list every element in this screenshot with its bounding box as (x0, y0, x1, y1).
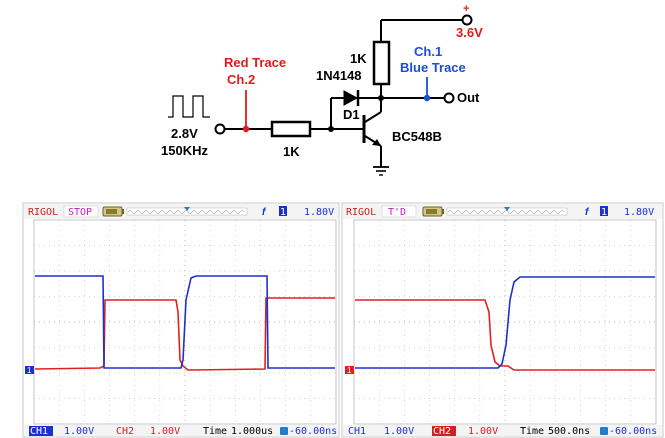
transistor-collector (364, 111, 382, 123)
scope1-trigger-offset: -60.00ns (289, 426, 337, 437)
scope2-ch1-marker: 1 (347, 366, 352, 375)
battery-icon (422, 206, 444, 217)
scope1-ch2-label: CH2 (116, 426, 134, 437)
scope2-ch2-label: CH2 (433, 426, 451, 437)
scope2-ch1-label: CH1 (348, 426, 366, 437)
supply-terminal (461, 14, 473, 26)
scope2-status-box (381, 205, 417, 218)
scope1-time-label: Time (203, 426, 227, 437)
scope1-ch2-scale: 1.00V (150, 426, 180, 437)
scope1-brand: RIGOL (28, 207, 58, 218)
scope1-ch1-marker: 1 (27, 366, 32, 375)
battery-icon (102, 206, 124, 217)
supply-sign: + (463, 3, 469, 15)
scope1-ch1-scale: 1.00V (64, 426, 94, 437)
collector-resistor (372, 40, 391, 86)
scope2-timebase: 500.0ns (548, 426, 590, 437)
scope1-grid (34, 220, 336, 424)
scope2-trigger-level: 1.80V (624, 207, 654, 218)
blue-probe-junction (423, 94, 431, 102)
memory-bar (126, 207, 248, 216)
scope2-blue-trace (355, 276, 655, 369)
scope2-brand: RIGOL (346, 207, 376, 218)
scope1-timebase: 1.000us (231, 426, 273, 437)
red-trace-channel: Ch.2 (227, 72, 255, 87)
scope1-footer (24, 425, 338, 436)
scope1-offset-icon (280, 427, 288, 435)
scope2-ch1-marker-box (345, 366, 354, 374)
scope2-offset-icon (600, 427, 608, 435)
input-amplitude-label: 2.8V (171, 126, 198, 141)
diode-symbol (343, 90, 359, 106)
scope2-trigger-channel: 1 (601, 207, 607, 218)
scope-screen-2: RIGOL T'D f 1 1.80V T 1 CH1 1.00V (341, 202, 664, 438)
scope-screen-1: RIGOL STOP f 1 1.80V T 1 CH1 1. (22, 202, 340, 438)
scope1-ch1-label: CH1 (30, 426, 48, 437)
input-frequency-label: 150KHz (161, 143, 208, 158)
emitter-arrow (372, 139, 381, 146)
scope1-status: STOP (68, 207, 92, 218)
memory-bar (446, 207, 568, 216)
scope2-ch2-label-box (432, 426, 456, 436)
square-wave-icon (168, 95, 210, 118)
out-label: Out (457, 90, 480, 105)
scope2-trigger-offset: -60.00ns (609, 426, 657, 437)
scope2-time-label: Time (520, 426, 544, 437)
circuit-schematic (168, 14, 473, 176)
trigger-edge-icon: f (262, 207, 267, 218)
scope1-trigger-channel: 1 (280, 207, 286, 218)
red-trace-title: Red Trace (224, 55, 286, 70)
scope2-ch1-scale: 1.00V (384, 426, 414, 437)
ch1-subtitle: Blue Trace (400, 60, 466, 75)
scope1-trigger-channel-box (279, 206, 287, 216)
scope2-red-trace (355, 299, 655, 371)
scope1-ch1-label-box (29, 426, 53, 436)
base-resistor-label: 1K (283, 144, 300, 159)
ch1-title: Ch.1 (414, 44, 442, 59)
trigger-edge-icon: f (585, 207, 590, 218)
circuit-labels: + 3.6V 1K Ch.1 Blue Trace Out 1N4148 D1 … (161, 3, 483, 159)
scope2-footer (343, 425, 662, 436)
scope2-ch2-scale: 1.00V (468, 426, 498, 437)
transistor-part-label: BC548B (392, 129, 442, 144)
input-terminal (214, 123, 226, 135)
base-resistor (270, 120, 312, 138)
scope1-blue-trace (35, 275, 335, 369)
scope1-status-box (63, 205, 99, 218)
supply-voltage-label: 3.6V (456, 25, 483, 40)
scope1-ch1-marker-box (25, 366, 34, 374)
scope1-trigger-level: 1.80V (304, 207, 334, 218)
collector-resistor-label: 1K (350, 51, 367, 66)
diode-ref-label: D1 (343, 107, 360, 122)
scope2-trigger-channel-box (600, 206, 608, 216)
scope2-status: T'D (388, 207, 406, 218)
output-terminal (443, 92, 455, 104)
base-junction (328, 126, 334, 132)
diode-part-label: 1N4148 (316, 68, 362, 83)
